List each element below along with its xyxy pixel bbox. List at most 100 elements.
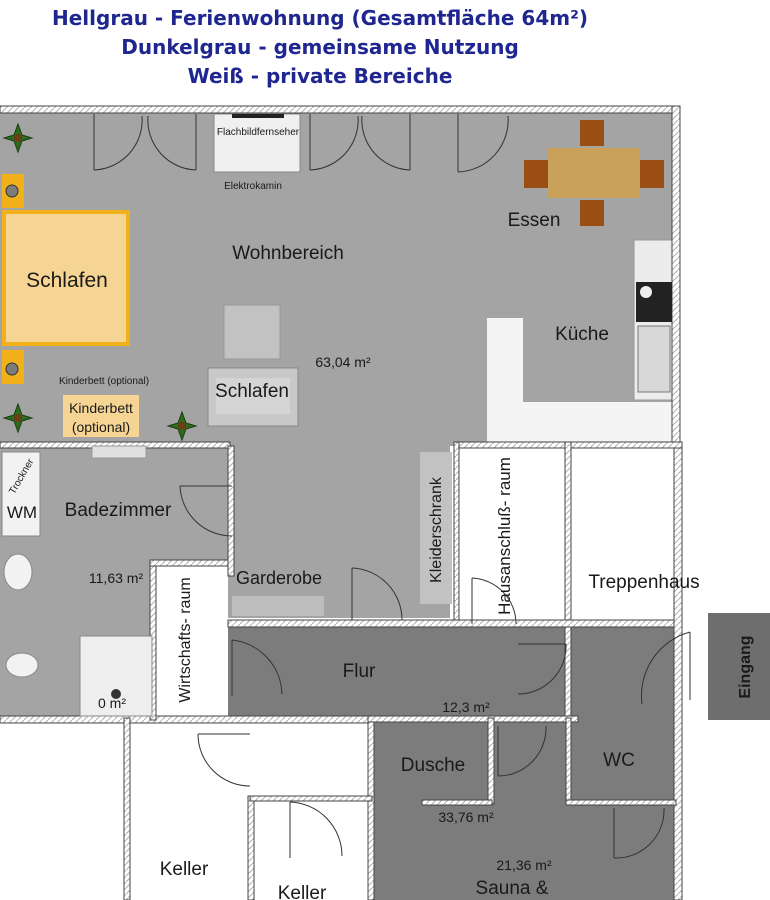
chair-left (524, 160, 548, 188)
label-hausanschluss: Hausanschluß- raum (495, 457, 514, 615)
treppenhaus-floor (570, 448, 674, 624)
wall-hausanschluss-left (453, 441, 460, 625)
legend: Hellgrau - Ferienwohnung (Gesamtfläche 6… (0, 4, 640, 91)
label-garderobe: Garderobe (236, 568, 322, 588)
door-hausanschluss (471, 577, 517, 625)
wall-bath-right (227, 445, 235, 577)
sink (637, 325, 671, 393)
wall-flur-top (227, 619, 675, 628)
walls (0, 105, 683, 900)
eingang-label: Eingang (737, 635, 754, 698)
wall-hausanschluss-right (564, 441, 572, 719)
door-top-4 (361, 114, 411, 171)
plant-icon (2, 122, 34, 154)
wall-dusche-right (487, 717, 495, 805)
door-garderobe (351, 567, 403, 621)
door-keller2 (289, 801, 343, 858)
side-table (223, 304, 281, 360)
door-top-2 (147, 114, 197, 171)
stove-knob-icon (640, 286, 652, 298)
kinderbett (63, 395, 139, 437)
wall-right-upper (671, 105, 681, 443)
shower-drain-icon (111, 689, 121, 699)
wirtschaftsraum-floor (156, 566, 228, 718)
dining-table (548, 148, 640, 198)
kitchen-counter-bottom (487, 402, 672, 442)
wall-wc-bottom (565, 799, 677, 806)
wall-wirtschaft-top (149, 559, 229, 567)
plant-icon (166, 410, 198, 442)
label-treppenhaus: Treppenhaus (588, 572, 699, 593)
legend-light-gray: Hellgrau - Ferienwohnung (Gesamtfläche 6… (52, 6, 588, 30)
wall-top (0, 105, 681, 114)
legend-dark-gray: Dunkelgrau - gemeinsame Nutzung (121, 35, 519, 59)
label-bad-area: 11,63 m² (89, 570, 144, 586)
wm-box (1, 451, 41, 537)
wall-keller2-top (249, 795, 373, 802)
label-wohnbereich: Wohnbereich (232, 243, 344, 264)
washbasin-icon (3, 553, 33, 591)
label-wirtschaftsraum: Wirtschafts- raum (177, 577, 194, 702)
label-flachbild: Flachbildfernseher (217, 127, 300, 138)
wall-wc-left (565, 717, 572, 805)
label-schlafen-bed: Schlafen (26, 269, 108, 292)
door-flur-right (517, 643, 567, 695)
label-shower-area: 0 m² (98, 695, 126, 711)
stove (636, 282, 672, 322)
label-wc: WC (603, 750, 635, 771)
wall-wellness-left (367, 715, 375, 900)
label-kleiderschrank: Kleiderschrank (428, 476, 445, 583)
door-wc (613, 807, 665, 859)
label-badezimmer: Badezimmer (65, 500, 172, 521)
entrance-block (708, 613, 770, 720)
door-top-3 (309, 114, 359, 171)
label-dusche-area: 33,76 m² (438, 809, 494, 825)
label-keller-2: Keller (278, 883, 327, 900)
garderobe-bench (232, 596, 324, 616)
label-flur: Flur (343, 661, 376, 682)
shower-tray (79, 635, 153, 717)
chair-top (580, 120, 604, 146)
label-dusche: Dusche (401, 755, 465, 776)
door-treppen (640, 631, 691, 705)
label-kueche: Küche (555, 324, 609, 345)
plants (2, 122, 198, 442)
door-dusche (497, 725, 547, 777)
doors (93, 114, 691, 859)
tv-bar (232, 114, 284, 118)
bed (2, 210, 130, 346)
wall-keller-left (123, 717, 131, 900)
plant-icon (2, 402, 34, 434)
sofa-seat (216, 378, 290, 414)
chair-bottom (580, 200, 604, 226)
label-sauna: Sauna & (476, 878, 549, 899)
wall-right-lower (673, 441, 683, 900)
keller-2-floor (250, 798, 372, 900)
label-elektrokamin: Elektrokamin (224, 181, 282, 192)
label-keller-1: Keller (160, 859, 209, 880)
wall-flur-bottom-left (0, 715, 373, 724)
lamp-top-icon (5, 184, 19, 198)
tv-box (213, 113, 301, 173)
furniture (1, 113, 672, 717)
toilet-icon (5, 652, 39, 678)
lamp-bottom-icon (5, 362, 19, 376)
door-keller1 (197, 733, 251, 787)
radiator (91, 445, 147, 459)
label-kinderbett-1: Kinderbett (69, 400, 133, 416)
chair-right (640, 160, 664, 188)
label-wohn-area: 63,04 m² (315, 354, 371, 370)
wall-dusche-bottom (421, 799, 493, 806)
wellness-floor (372, 718, 674, 900)
treppenhaus-hall-floor (570, 626, 674, 718)
label-schlafen-sofa: Schlafen (215, 381, 289, 402)
keller-1-floor (128, 718, 250, 900)
wall-wellness-top (367, 715, 579, 723)
label-kinderbett-2: (optional) (72, 419, 130, 435)
door-top-5 (457, 114, 509, 173)
label-wm: WM (7, 503, 37, 522)
legend-white: Weiß - private Bereiche (187, 64, 453, 88)
door-top-1 (93, 114, 143, 171)
label-kinderbett-note: Kinderbett (optional) (59, 376, 149, 387)
